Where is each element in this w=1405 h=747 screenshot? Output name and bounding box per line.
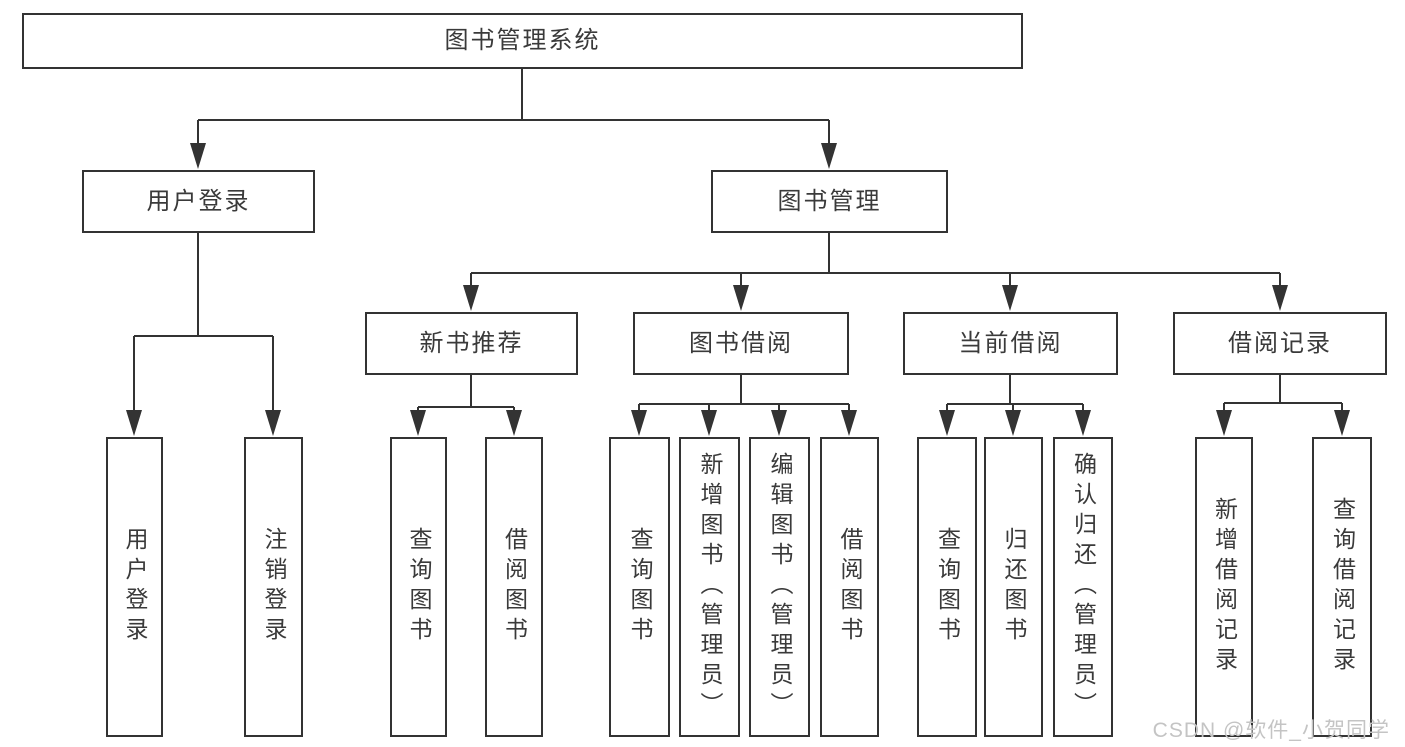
leaf-logout: 注销登录: [244, 437, 303, 737]
leaf-bb-add-book-admin: 新增图书（管理员）: [679, 437, 740, 737]
leaf-bb-query-book: 查询图书: [609, 437, 670, 737]
node-current-borrowing-label: 当前借阅: [958, 329, 1063, 357]
node-user-login: 用户登录: [82, 170, 315, 233]
leaf-nbr-borrow-book: 借阅图书: [485, 437, 543, 737]
leaf-cb-confirm-return-admin-label: 确认归还（管理员）: [1070, 452, 1097, 722]
leaf-bb-add-book-admin-label: 新增图书（管理员）: [697, 452, 723, 722]
leaf-bb-borrow-book: 借阅图书: [820, 437, 879, 737]
node-new-book-recommend: 新书推荐: [365, 312, 578, 375]
leaf-user-login: 用户登录: [106, 437, 163, 737]
node-book-borrowing: 图书借阅: [633, 312, 849, 375]
leaf-br-add-record: 新增借阅记录: [1195, 437, 1253, 737]
leaf-cb-confirm-return-admin: 确认归还（管理员）: [1053, 437, 1113, 737]
node-borrowing-records-label: 借阅记录: [1228, 329, 1332, 357]
node-library-system-label: 图书管理系统: [444, 27, 601, 54]
leaf-cb-query-book: 查询图书: [917, 437, 977, 737]
node-book-management-label: 图书管理: [777, 187, 882, 215]
leaf-nbr-query-book-label: 查询图书: [406, 527, 432, 647]
node-book-borrowing-label: 图书借阅: [689, 329, 793, 357]
node-new-book-recommend-label: 新书推荐: [419, 329, 524, 357]
leaf-cb-query-book-label: 查询图书: [934, 527, 961, 647]
node-borrowing-records: 借阅记录: [1173, 312, 1387, 375]
leaf-nbr-borrow-book-label: 借阅图书: [501, 527, 528, 647]
leaf-nbr-query-book: 查询图书: [390, 437, 447, 737]
node-user-login-label: 用户登录: [146, 187, 251, 215]
leaf-br-query-record-label: 查询借阅记录: [1329, 497, 1356, 677]
leaf-cb-return-book: 归还图书: [984, 437, 1043, 737]
leaf-br-query-record: 查询借阅记录: [1312, 437, 1372, 737]
leaf-logout-label: 注销登录: [261, 527, 287, 647]
arrowhead-icons: [126, 143, 1350, 436]
leaf-bb-borrow-book-label: 借阅图书: [837, 527, 863, 647]
node-current-borrowing: 当前借阅: [903, 312, 1118, 375]
csdn-watermark: CSDN @软件_小贺同学: [1152, 719, 1390, 742]
node-library-system: 图书管理系统: [22, 13, 1023, 69]
leaf-cb-return-book-label: 归还图书: [1001, 527, 1027, 647]
leaf-user-login-label: 用户登录: [122, 527, 148, 647]
leaf-bb-edit-book-admin-label: 编辑图书（管理员）: [767, 452, 793, 722]
leaf-bb-edit-book-admin: 编辑图书（管理员）: [749, 437, 810, 737]
leaf-br-add-record-label: 新增借阅记录: [1211, 497, 1238, 677]
node-book-management: 图书管理: [711, 170, 948, 233]
leaf-bb-query-book-label: 查询图书: [627, 527, 653, 647]
